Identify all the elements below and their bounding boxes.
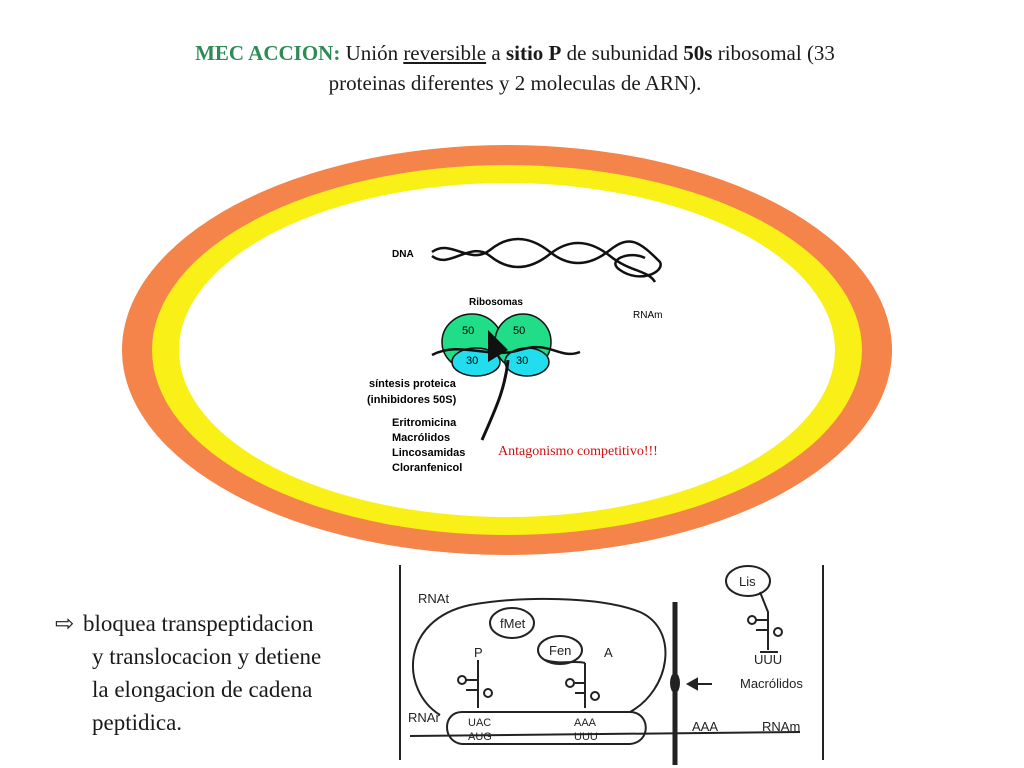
trna-lis (756, 591, 769, 650)
ribosome-right: 50 30 (494, 313, 552, 377)
antagonism-label: Antagonismo competitivo!!! (498, 444, 658, 459)
codon-p: AUG (468, 731, 492, 743)
ribosomes-label: Ribosomas (469, 297, 523, 308)
trna-a (575, 663, 586, 708)
inhibitor-arrow-line (480, 359, 510, 441)
mrna-line (409, 731, 801, 737)
fmet-label: fMet (500, 616, 526, 631)
title-text: ribosomal (33 (712, 41, 835, 65)
drug-list: Eritromicina Macrólidos Lincosamidas Clo… (392, 417, 465, 474)
title-bold-site: sitio P (505, 41, 562, 65)
title-text: de subunidad (561, 41, 684, 65)
rnam-label: RNAm (633, 310, 662, 321)
title-bold-subunit: 50s (683, 41, 713, 65)
sub50-right-label: 50 (513, 325, 525, 337)
synthesis-label: síntesis proteica (369, 378, 457, 390)
a-site-label: A (604, 645, 613, 660)
bullet-line: la elongacion de cadena (92, 677, 313, 702)
fen-bubble (537, 635, 583, 665)
uuu-label: UUU (754, 652, 782, 667)
ribosome-labels: RNAt fMet Fen P A Lis UUU Macrólidos RNA… (408, 574, 803, 743)
fmet-bubble (489, 607, 535, 639)
dna-strand (431, 237, 662, 283)
title-text: Unión (340, 41, 404, 65)
bullet-point: ⇨ bloquea transpeptidacion y translocacio… (55, 607, 395, 739)
fen-label: Fen (549, 643, 571, 658)
macrolidos-label: Macrólidos (740, 676, 803, 691)
rnar-label: RNAr (408, 710, 440, 725)
rnam-bottom-label: RNAm (762, 719, 800, 734)
drug-item: Eritromicina (392, 417, 457, 429)
large-subunit-outline (411, 597, 667, 716)
title-text: a (486, 41, 506, 65)
bullet-line: bloquea transpeptidacion (83, 611, 314, 636)
drug-item: Lincosamidas (392, 447, 465, 459)
inhibitors-label: (inhibidores 50S) (367, 394, 457, 406)
anticodon-p: UAC (468, 717, 491, 729)
small-subunit-outline (446, 711, 647, 745)
rnat-label: RNAt (418, 591, 449, 606)
codon-a: UUU (574, 731, 598, 743)
sub30-right-label: 30 (516, 355, 528, 367)
title-underlined: reversible (403, 41, 487, 65)
bullet-line: peptidica. (92, 710, 183, 735)
trna-p (466, 660, 479, 708)
dna-label: DNA (392, 249, 414, 260)
lis-label: Lis (739, 574, 756, 589)
aaa-label: AAA (692, 719, 718, 734)
ribosome-detail-diagram (399, 565, 824, 765)
sub30-left-label: 30 (466, 355, 478, 367)
title-line2: proteinas diferentes y 2 moleculas de AR… (328, 71, 702, 95)
arrow-right-icon: ⇨ (55, 611, 75, 636)
inhibitor-arrowhead (488, 330, 508, 362)
sub50-left-label: 50 (462, 325, 474, 337)
p-site-label: P (474, 645, 483, 660)
anticodon-a: AAA (574, 717, 597, 729)
macrolide-binding (670, 673, 680, 693)
title-lead: MEC ACCION: (195, 41, 341, 65)
lis-bubble (725, 565, 771, 597)
drug-item: Macrólidos (392, 432, 450, 444)
mrna-strand (431, 345, 581, 357)
slide-title: MEC ACCION: Unión reversible a sitio P d… (80, 38, 950, 98)
bullet-line: y translocacion y detiene (92, 644, 322, 669)
ribosome-left: 50 30 (441, 313, 503, 377)
drug-item: Cloranfenicol (392, 462, 462, 474)
